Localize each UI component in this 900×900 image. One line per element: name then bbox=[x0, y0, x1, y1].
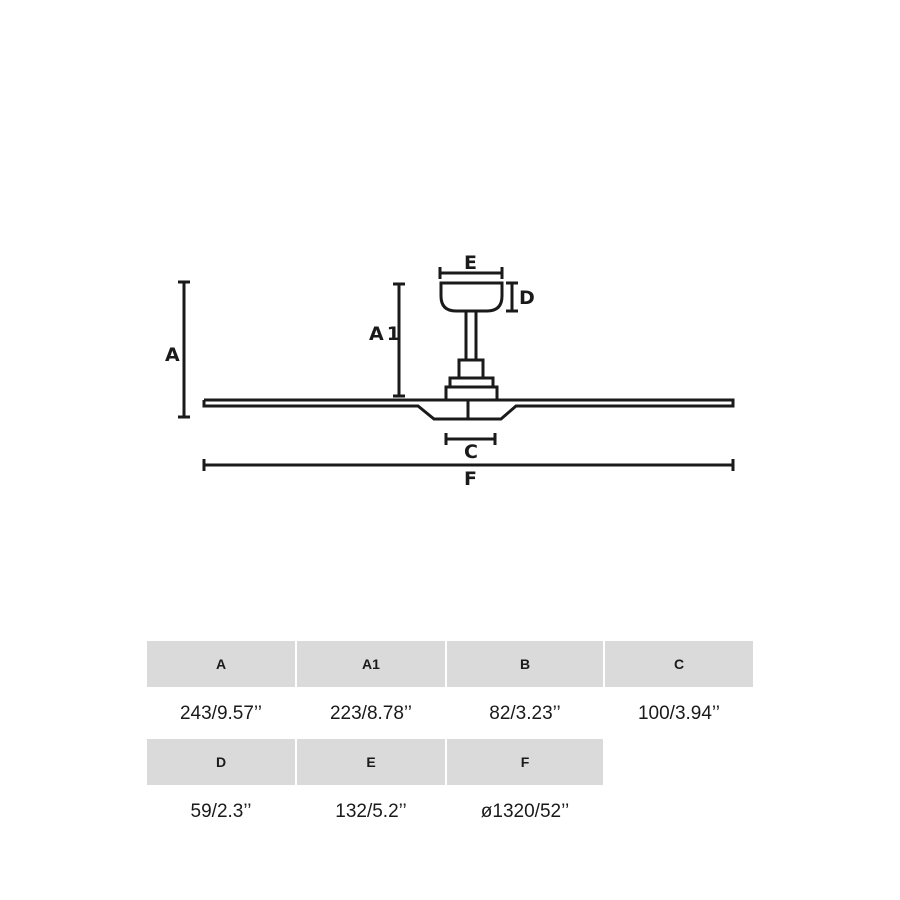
header-f: F bbox=[447, 739, 603, 785]
header-c: C bbox=[605, 641, 753, 687]
header-a: A bbox=[147, 641, 295, 687]
label-e: E bbox=[464, 252, 477, 274]
label-d: D bbox=[519, 287, 535, 309]
value-b: 82/3.23’’ bbox=[489, 703, 561, 724]
canopy-shape bbox=[439, 281, 504, 313]
fan-blades bbox=[202, 398, 735, 421]
header-b: B bbox=[447, 641, 603, 687]
ceiling-fan-drawing bbox=[178, 267, 735, 471]
value-e: 132/5.2’’ bbox=[335, 801, 407, 822]
fan-dimension-diagram: A A1 E D C F bbox=[165, 252, 735, 490]
header-e: E bbox=[297, 739, 445, 785]
header-d: D bbox=[147, 739, 295, 785]
label-c: C bbox=[464, 441, 478, 463]
header-a1: A1 bbox=[297, 641, 445, 687]
label-f: F bbox=[464, 468, 477, 490]
label-a: A bbox=[165, 344, 180, 366]
label-a1: A1 bbox=[369, 323, 403, 345]
value-f: ø1320/52’’ bbox=[480, 801, 570, 822]
value-d: 59/2.3’’ bbox=[190, 801, 252, 822]
value-a1: 223/8.78’’ bbox=[329, 703, 413, 724]
value-a: 243/9.57’’ bbox=[179, 703, 263, 724]
value-c: 100/3.94’’ bbox=[637, 703, 721, 724]
